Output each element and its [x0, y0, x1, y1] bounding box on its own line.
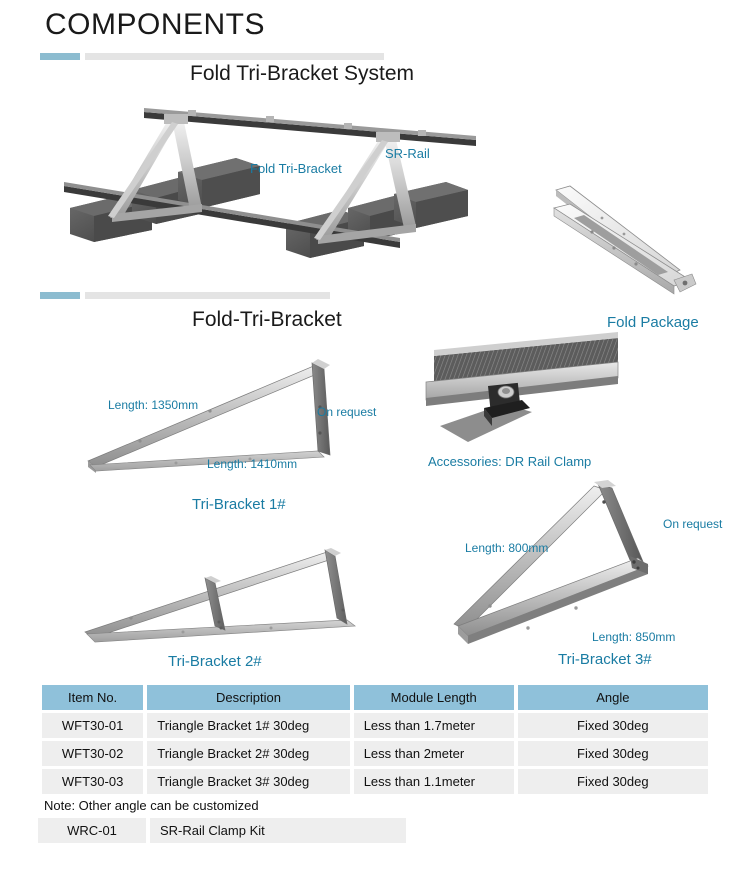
illustration-tri-bracket-2	[75, 548, 375, 653]
caption-tri-bracket-1: Tri-Bracket 1#	[192, 496, 286, 513]
cell-item-no: WFT30-01	[42, 713, 144, 738]
table-row: WFT30-01 Triangle Bracket 1# 30deg Less …	[42, 713, 708, 738]
label-sr-rail: SR-Rail	[385, 146, 430, 161]
caption-tri-bracket-3: Tri-Bracket 3#	[558, 651, 652, 668]
base-rail-front	[64, 182, 400, 248]
label-bracket1-height-note: On request	[317, 405, 377, 419]
bracket2-middle-post	[204, 577, 226, 631]
illustration-dr-rail-clamp	[420, 330, 620, 452]
table-note: Note: Other angle can be customized	[44, 798, 259, 813]
table-row: WFT30-03 Triangle Bracket 3# 30deg Less …	[42, 769, 708, 794]
label-bracket3-height-note: On request	[663, 517, 723, 531]
cell-module-length: Less than 2meter	[353, 741, 514, 766]
cell-description: Triangle Bracket 3# 30deg	[147, 769, 350, 794]
tie-bar-left	[108, 122, 178, 218]
cell-description: SR-Rail Clamp Kit	[150, 818, 406, 843]
module-laminate	[434, 338, 618, 384]
cell-module-length: Less than 1.7meter	[353, 713, 514, 738]
sr-rail-back	[144, 108, 476, 146]
illustration-tri-bracket-1	[80, 355, 340, 490]
bracket2-rear-post	[324, 549, 348, 625]
section-heading-fold-tri-bracket: Fold-Tri-Bracket	[192, 308, 342, 331]
label-bracket3-length-top: Length: 800mm	[465, 541, 549, 555]
bracket2-base-rail	[86, 619, 356, 643]
section-divider-1	[40, 53, 384, 60]
caption-fold-package: Fold Package	[607, 314, 699, 331]
accessory-row: WRC-01 SR-Rail Clamp Kit	[38, 818, 712, 843]
divider-rest-segment	[85, 292, 330, 299]
divider-accent-segment	[40, 292, 80, 299]
bracket3-rear-post	[597, 483, 645, 565]
column-header-description: Description	[147, 685, 350, 710]
table-row: WFT30-02 Triangle Bracket 2# 30deg Less …	[42, 741, 708, 766]
divider-rest-segment	[85, 53, 384, 60]
cell-angle: Fixed 30deg	[517, 741, 708, 766]
label-bracket1-length-bottom: Length: 1410mm	[207, 457, 298, 471]
section-divider-2	[40, 292, 330, 299]
divider-accent-segment	[40, 53, 80, 60]
column-header-module-length: Module Length	[353, 685, 514, 710]
cell-item-no: WRC-01	[38, 818, 146, 843]
table-header-row: Item No. Description Module Length Angle	[42, 685, 708, 710]
section-heading-fold-tri-bracket-system: Fold Tri-Bracket System	[190, 62, 415, 85]
cell-item-no: WFT30-03	[42, 769, 144, 794]
specification-table: Item No. Description Module Length Angle…	[38, 682, 712, 797]
label-bracket3-length-bottom: Length: 850mm	[592, 630, 676, 644]
tie-bar-right	[314, 140, 388, 240]
page-title: COMPONENTS	[45, 8, 266, 41]
illustration-tri-bracket-3	[448, 480, 688, 650]
caption-accessories-dr-rail-clamp: Accessories: DR Rail Clamp	[428, 454, 592, 469]
illustration-fold-tri-bracket-system	[60, 90, 480, 270]
bracket1-hypotenuse	[87, 364, 325, 468]
column-header-angle: Angle	[517, 685, 708, 710]
cell-angle: Fixed 30deg	[517, 769, 708, 794]
cell-module-length: Less than 1.1meter	[353, 769, 514, 794]
cell-description: Triangle Bracket 2# 30deg	[147, 741, 350, 766]
caption-tri-bracket-2: Tri-Bracket 2#	[168, 653, 262, 670]
illustration-fold-package	[540, 160, 750, 300]
cell-description: Triangle Bracket 1# 30deg	[147, 713, 350, 738]
label-bracket1-length-top: Length: 1350mm	[108, 398, 199, 412]
label-fold-tri-bracket: Fold Tri-Bracket	[250, 161, 342, 176]
cell-angle: Fixed 30deg	[517, 713, 708, 738]
column-header-item-no: Item No.	[42, 685, 144, 710]
ballast-block-group-back-right	[286, 182, 468, 258]
cell-item-no: WFT30-02	[42, 741, 144, 766]
